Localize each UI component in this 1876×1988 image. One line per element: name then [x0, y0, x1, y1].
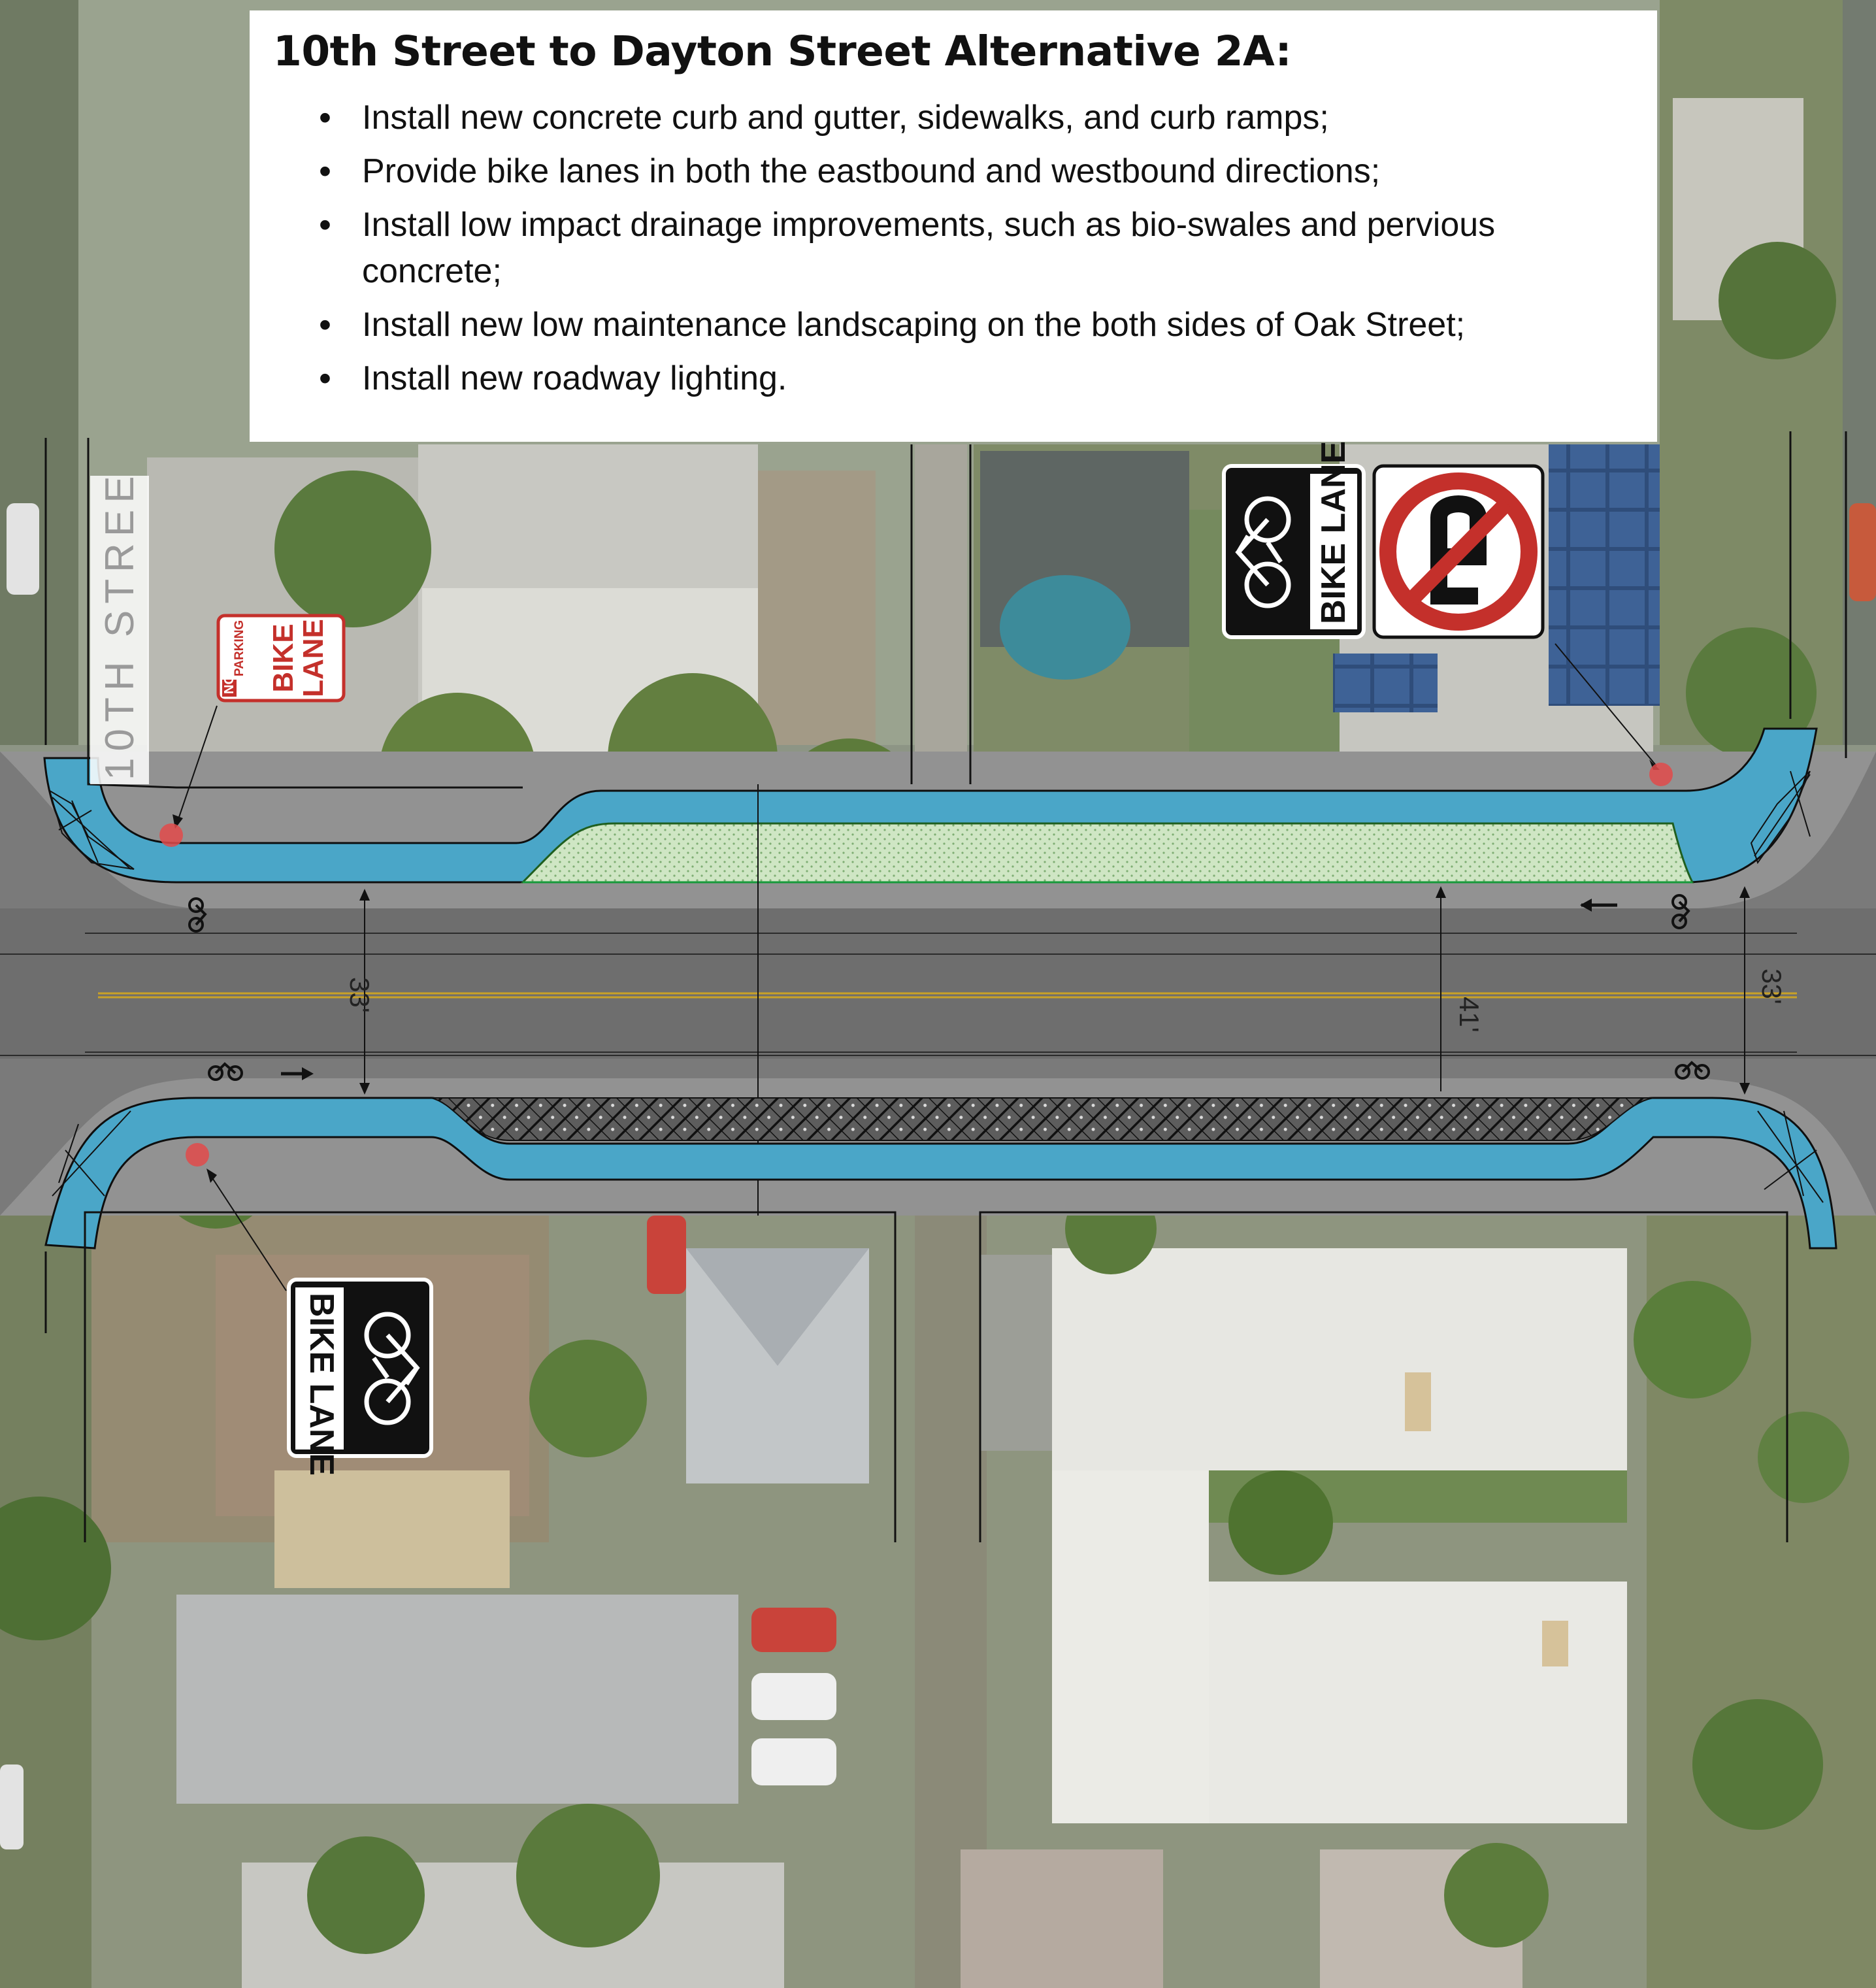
info-panel: 10th Street to Dayton Street Alternative…: [250, 10, 1657, 442]
arrow-icon: [1580, 899, 1617, 912]
no-parking-icon: [1379, 472, 1538, 631]
no-parking-bike-lane-sign: NO PARKING BIKE LANE: [216, 614, 346, 703]
improvement-list: Install new concrete curb and gutter, si…: [273, 95, 1634, 402]
street-name: 10TH STREET: [97, 476, 142, 780]
arrow-icon: [281, 1067, 314, 1080]
bicycle-icon: [364, 1312, 420, 1425]
no-parking-sign: [1372, 464, 1545, 639]
bike-lane-sign-north: BIKE LANE: [1222, 441, 1366, 639]
sign-parking-text: PARKING: [233, 620, 246, 676]
bike-lane-sign-south: BIKE LANE: [287, 1278, 433, 1476]
dimension-left: 33': [344, 977, 375, 1013]
marker-icon: [186, 1143, 209, 1167]
marker-icon: [159, 823, 183, 847]
street-label-10th: 10TH STREET: [90, 476, 149, 784]
bicycle-icon: [1671, 894, 1690, 929]
dimension-right: 33': [1756, 969, 1787, 1004]
improvement-item: Install new roadway lighting.: [273, 356, 1634, 402]
bicycle-icon: [208, 1062, 243, 1081]
improvement-item: Install new concrete curb and gutter, si…: [273, 95, 1634, 141]
info-title: 10th Street to Dayton Street Alternative…: [273, 27, 1292, 75]
bicycle-icon: [1235, 496, 1291, 608]
improvement-item: Install low impact drainage improvements…: [273, 202, 1634, 295]
bicycle-icon: [188, 897, 207, 933]
sign-bike-lane-north-text: BIKE LANE: [1315, 441, 1353, 624]
improvement-item: Provide bike lanes in both the eastbound…: [273, 148, 1634, 195]
sign-bike-lane-text: BIKE LANE: [267, 619, 329, 697]
dimension-middle: 41': [1454, 997, 1485, 1033]
sign-no-text: NO: [222, 674, 237, 694]
bicycle-icon: [1675, 1061, 1710, 1080]
sign-bike-lane-south-text: BIKE LANE: [303, 1293, 340, 1476]
improvement-item: Install new low maintenance landscaping …: [273, 302, 1634, 348]
marker-icon: [1649, 763, 1673, 786]
